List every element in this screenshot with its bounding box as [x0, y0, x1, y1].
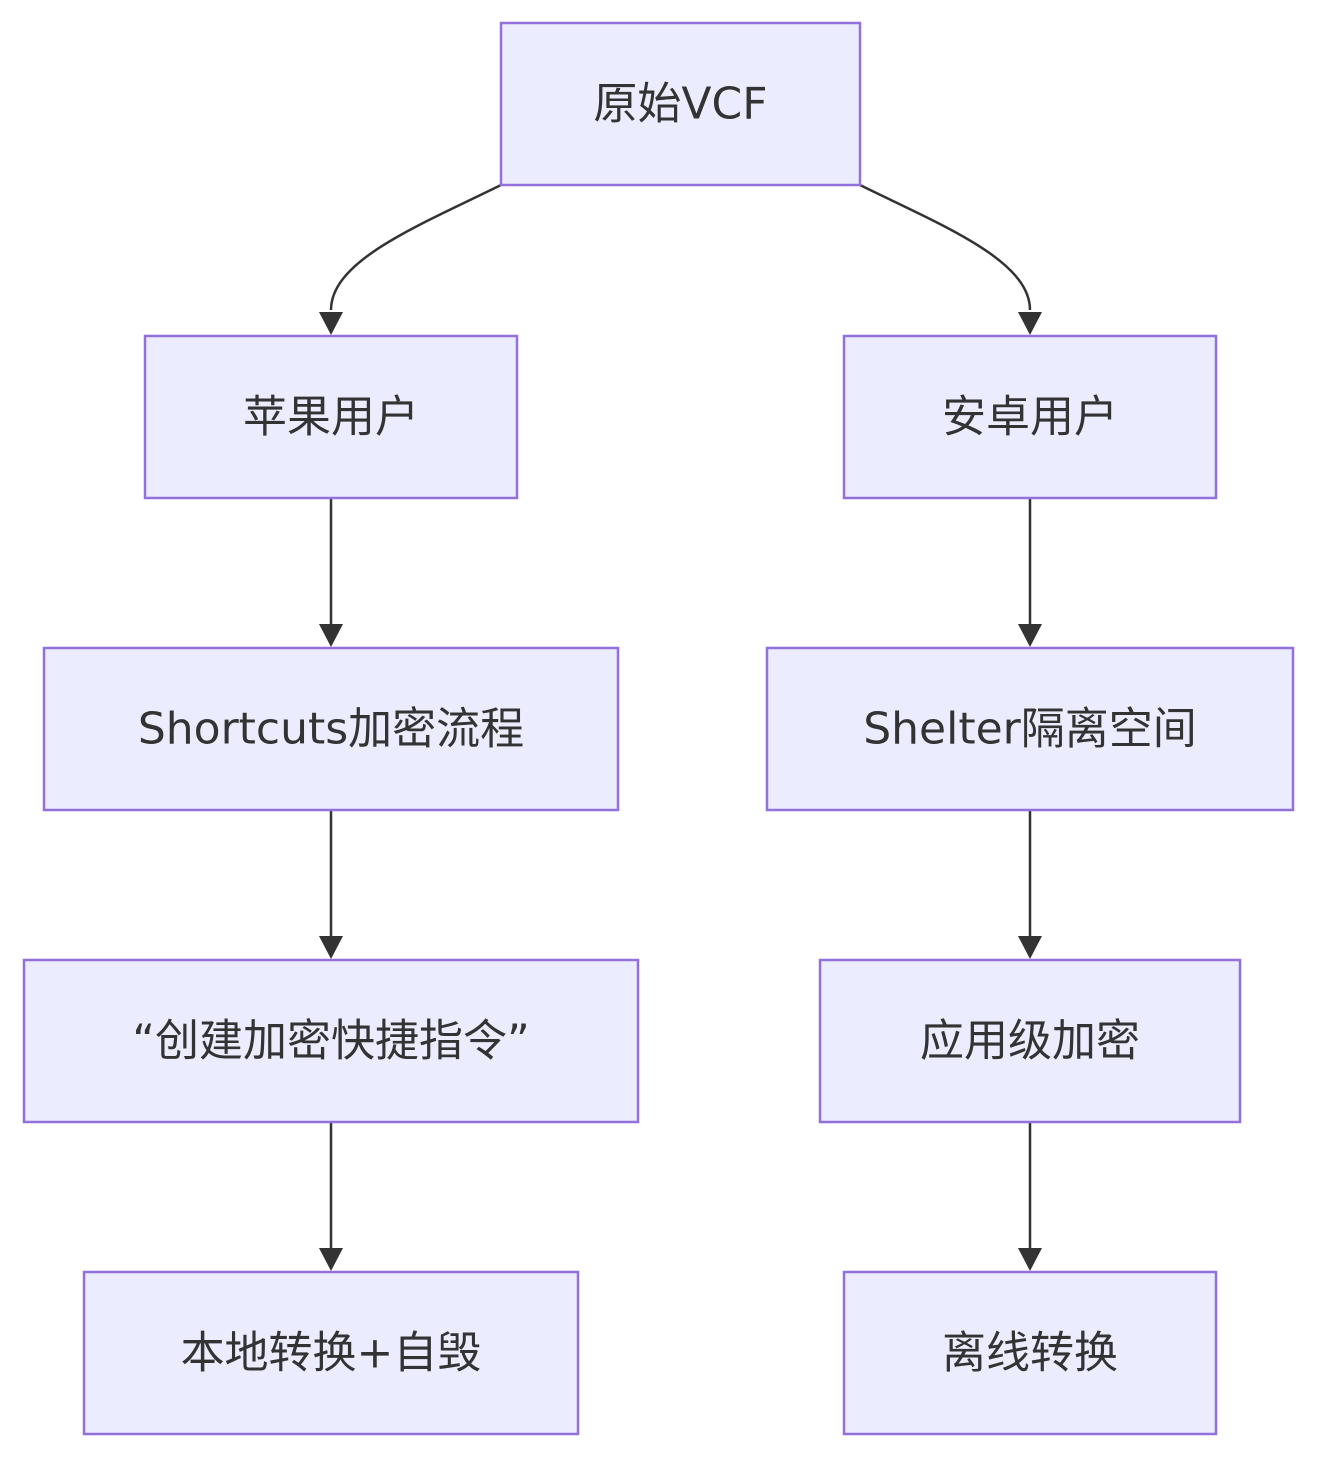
node-label: 应用级加密: [920, 1016, 1140, 1067]
node-label: “创建加密快捷指令”: [132, 1016, 530, 1067]
arrow-shortcuts-create: [319, 936, 343, 959]
edges: [319, 183, 1042, 1271]
node-app-encryption: 应用级加密: [818, 958, 1242, 1124]
arrow-root-apple: [319, 312, 343, 335]
node-offline-convert: 离线转换: [842, 1270, 1218, 1436]
edge-root-android: [859, 183, 1032, 311]
node-android-users: 安卓用户: [842, 334, 1218, 500]
node-label: 安卓用户: [942, 392, 1118, 443]
arrow-apple-shortcuts: [319, 624, 343, 647]
node-label: Shortcuts加密流程: [138, 704, 524, 755]
edge-root-apple: [329, 183, 502, 311]
arrow-create-local: [319, 1248, 343, 1271]
node-apple-users: 苹果用户: [143, 334, 519, 500]
node-label: 离线转换: [942, 1328, 1118, 1379]
node-create-shortcut: “创建加密快捷指令”: [22, 958, 640, 1124]
node-label: 原始VCF: [593, 79, 767, 130]
node-root: 原始VCF: [499, 21, 862, 187]
node-label: 苹果用户: [243, 392, 419, 443]
node-label: Shelter隔离空间: [863, 704, 1197, 755]
node-local-convert: 本地转换+自毁: [82, 1270, 580, 1436]
node-shelter-space: Shelter隔离空间: [765, 646, 1295, 812]
node-label: 本地转换+自毁: [181, 1328, 482, 1379]
arrow-android-shelter: [1018, 624, 1042, 647]
arrow-appenc-offline: [1018, 1248, 1042, 1271]
arrow-root-android: [1018, 312, 1042, 335]
arrow-shelter-appenc: [1018, 936, 1042, 959]
node-shortcuts-flow: Shortcuts加密流程: [42, 646, 620, 812]
